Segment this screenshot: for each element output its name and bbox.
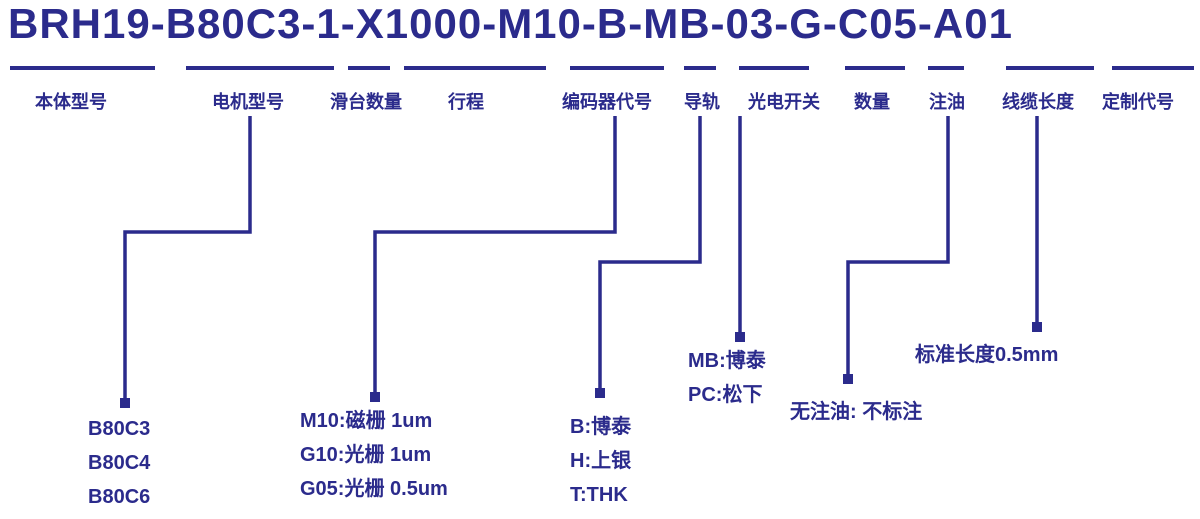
leader-line-rail (598, 116, 702, 390)
leader-dot-switch (735, 332, 745, 342)
leader-dot-cable (1032, 322, 1042, 332)
cable-length-note: 标准长度0.5mm (915, 344, 1059, 366)
underline-cable-length (1006, 66, 1094, 70)
underline-guide-rail (684, 66, 716, 70)
encoder-option: M10:磁栅 1um (300, 410, 433, 432)
underline-photo-switch (739, 66, 809, 70)
leader-line-encoder (373, 116, 617, 394)
leader-line-motor (123, 116, 252, 400)
encoder-options: M10:磁栅 1um G10:光栅 1um G05:光栅 0.5um (300, 404, 448, 506)
switch-option: MB:博泰 (688, 350, 766, 372)
label-cable-length: 线缆长度 (1002, 92, 1074, 112)
motor-option: B80C4 (88, 452, 151, 474)
rail-option: H:上银 (570, 450, 632, 472)
leader-dot-rail (595, 388, 605, 398)
label-oil: 注油 (929, 92, 965, 112)
rail-option: B:博泰 (570, 416, 632, 438)
leader-dot-motor (120, 398, 130, 408)
underline-motor-model (186, 66, 334, 70)
guide-rail-options: B:博泰 H:上银 T:THK (570, 410, 631, 512)
motor-option: B80C6 (88, 486, 151, 508)
model-code-title: BRH19-B80C3-1-X1000-M10-B-MB-03-G-C05-A0… (8, 0, 1013, 47)
leader-line-oil (846, 116, 950, 376)
rail-option: T:THK (570, 484, 628, 506)
leader-dot-encoder (370, 392, 380, 402)
underline-oil (928, 66, 964, 70)
encoder-option: G10:光栅 1um (300, 444, 432, 466)
switch-option: PC:松下 (688, 384, 763, 406)
label-quantity: 数量 (854, 92, 890, 112)
underline-stroke (404, 66, 546, 70)
leader-dot-oil (843, 374, 853, 384)
label-stroke: 行程 (448, 92, 484, 112)
label-slider-qty: 滑台数量 (330, 92, 402, 112)
label-body-model: 本体型号 (35, 92, 107, 112)
underline-encoder-code (570, 66, 664, 70)
label-photo-switch: 光电开关 (748, 92, 820, 112)
underline-quantity (845, 66, 905, 70)
label-motor-model: 电机型号 (212, 92, 284, 112)
underline-custom-code (1112, 66, 1194, 70)
motor-model-options: B80C3 B80C4 B80C6 (88, 412, 150, 514)
encoder-option: G05:光栅 0.5um (300, 478, 448, 500)
underline-body-model (10, 66, 155, 70)
motor-option: B80C3 (88, 418, 151, 440)
label-custom-code: 定制代号 (1102, 92, 1174, 112)
photo-switch-options: MB:博泰 PC:松下 (688, 344, 766, 412)
label-guide-rail: 导轨 (684, 92, 720, 112)
oil-note: 无注油: 不标注 (790, 401, 923, 423)
label-encoder-code: 编码器代号 (562, 92, 652, 112)
underline-slider-qty (348, 66, 390, 70)
